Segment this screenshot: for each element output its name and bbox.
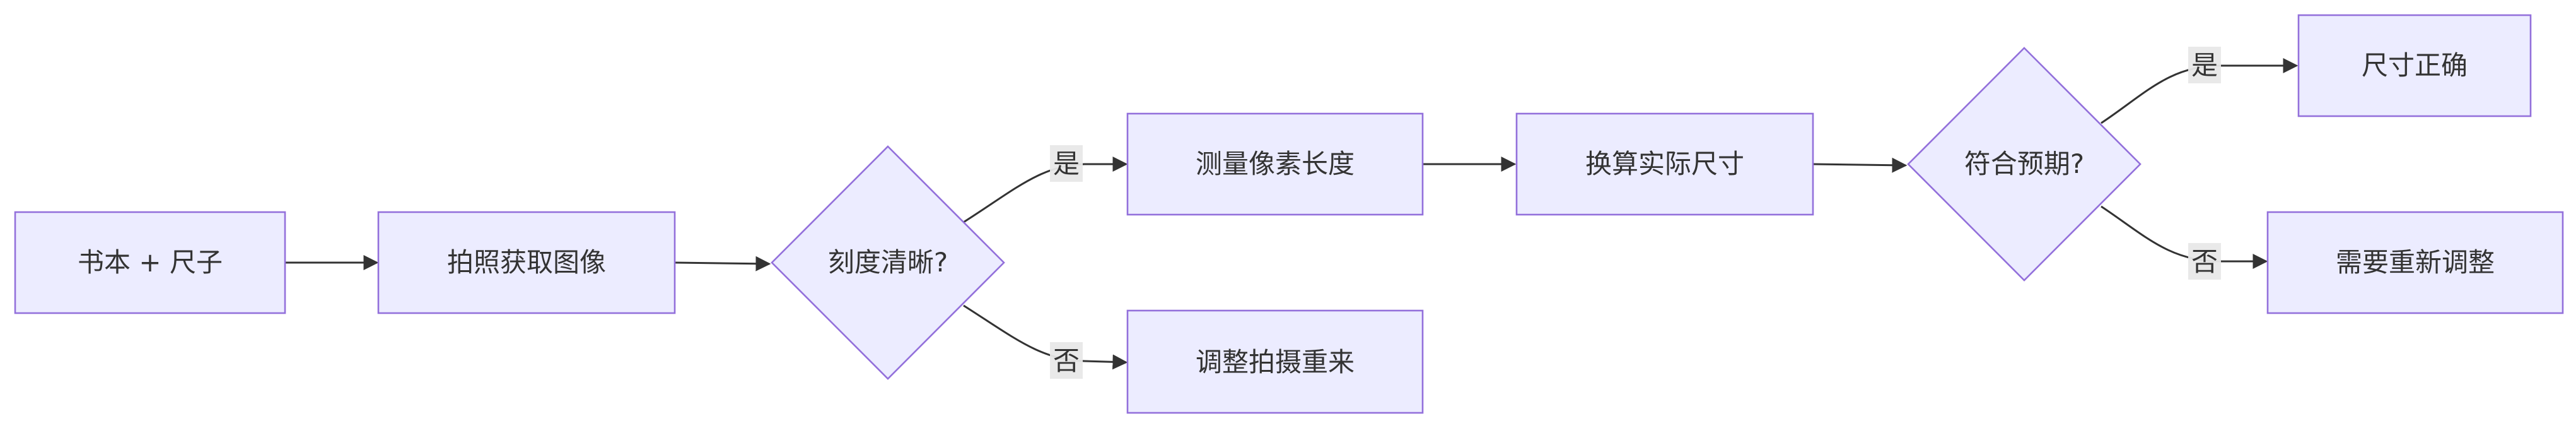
edge-label-scale-clear-yes: 是 (1050, 145, 1083, 182)
edge-scale-clear-yes (963, 157, 1128, 223)
node-label: 尺寸正确 (2362, 50, 2468, 81)
edge-convert-to-expected (1812, 157, 1908, 173)
edge-as-expected-no (2101, 205, 2268, 269)
node-readjust[interactable]: 需要重新调整 (2266, 211, 2564, 314)
edge-label-text: 否 (2191, 246, 2218, 277)
edge-label-scale-clear-no: 否 (1050, 342, 1083, 379)
node-box (2297, 14, 2532, 117)
node-book-ruler[interactable]: 书本 + 尺子 (14, 211, 286, 314)
edge-label-text: 是 (1053, 148, 1080, 179)
node-scale-clear[interactable]: 刻度清晰? (771, 145, 1005, 380)
node-box (377, 211, 676, 314)
edge-label-bg (2188, 47, 2221, 83)
edge-photo-to-scale-clear (674, 256, 771, 271)
edge-label-text: 是 (2191, 50, 2218, 81)
node-box (1515, 112, 1814, 216)
node-diamond (771, 145, 1005, 380)
edge-labels: 是 否 是 否 (1050, 47, 2221, 379)
node-adjust-shoot[interactable]: 调整拍摄重来 (1126, 309, 1424, 414)
nodes: 书本 + 尺子 拍照获取图像 刻度清晰? 测量像素长度 调整拍摄重来 换算实际尺… (14, 14, 2564, 414)
edges (285, 58, 2299, 370)
edge-label-bg (2188, 243, 2221, 280)
node-box (14, 211, 286, 314)
edge-label-bg (1050, 342, 1083, 379)
node-as-expected[interactable]: 符合预期? (1907, 47, 2142, 282)
node-diamond (1907, 47, 2142, 282)
node-label: 书本 + 尺子 (78, 247, 223, 278)
node-label: 调整拍摄重来 (1196, 347, 1355, 377)
node-label: 换算实际尺寸 (1585, 148, 1744, 179)
node-box (1126, 112, 1424, 216)
node-label: 拍照获取图像 (447, 247, 606, 278)
node-box (2266, 211, 2564, 314)
edge-label-bg (1050, 145, 1083, 182)
node-label: 符合预期? (1964, 148, 2084, 179)
node-box (1126, 309, 1424, 414)
node-label: 需要重新调整 (2336, 247, 2495, 278)
edge-label-text: 否 (1053, 345, 1080, 376)
edge-scale-clear-no (963, 304, 1128, 370)
edge-label-as-expected-yes: 是 (2188, 47, 2221, 83)
node-measure-pixels[interactable]: 测量像素长度 (1126, 112, 1424, 216)
node-convert-size[interactable]: 换算实际尺寸 (1515, 112, 1814, 216)
node-photo[interactable]: 拍照获取图像 (377, 211, 676, 314)
node-label: 测量像素长度 (1196, 148, 1355, 179)
node-label: 刻度清晰? (828, 247, 948, 278)
edge-label-as-expected-no: 否 (2188, 243, 2221, 280)
node-size-correct[interactable]: 尺寸正确 (2297, 14, 2532, 117)
